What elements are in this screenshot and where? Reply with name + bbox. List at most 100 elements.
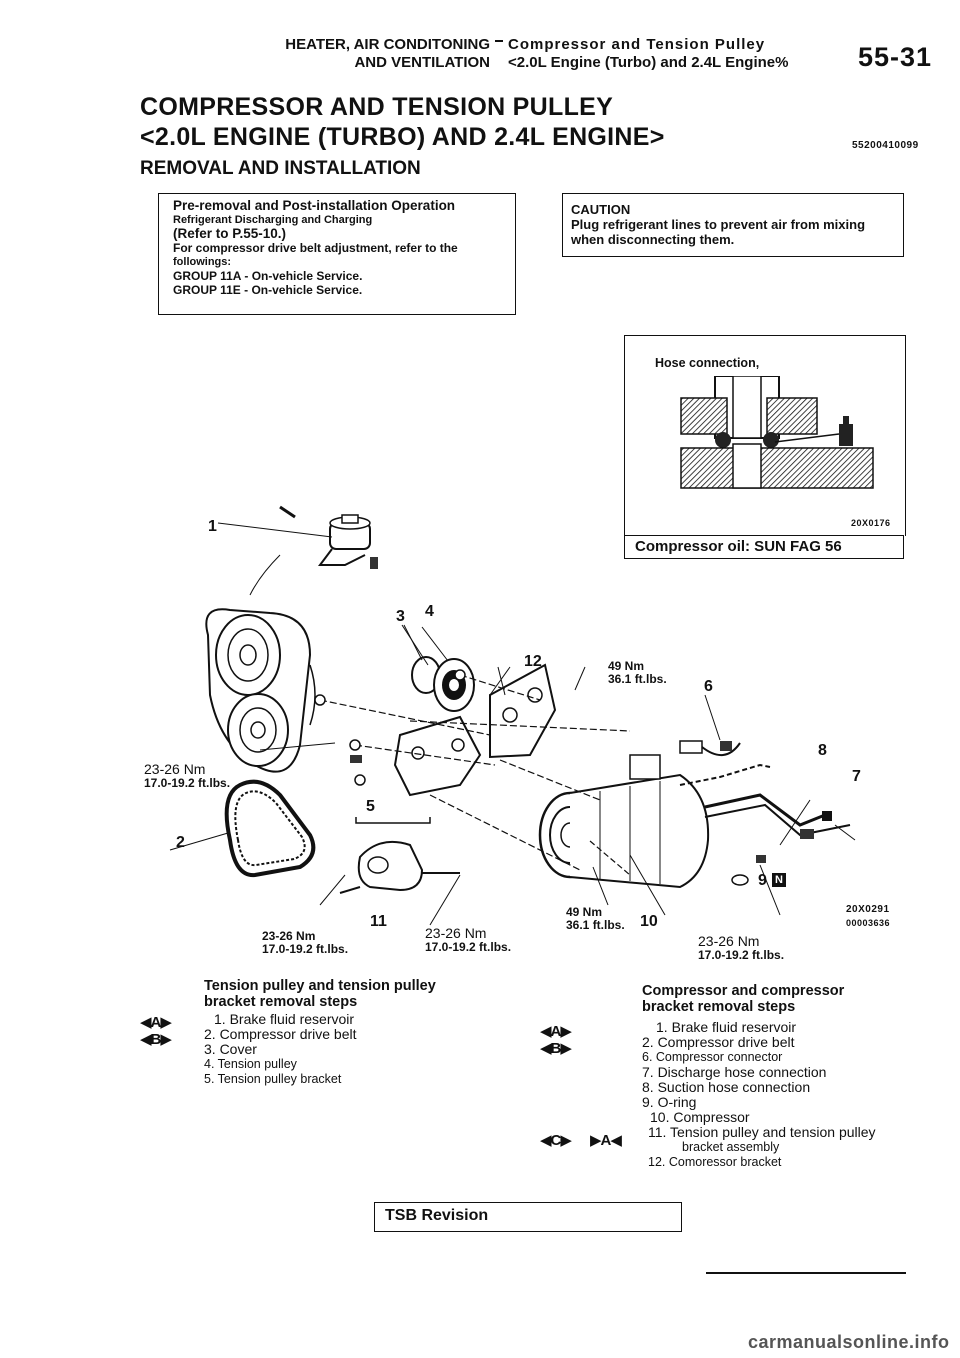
callout-4: 4 <box>425 603 434 620</box>
left-mark-a: ◀A▶ <box>140 1014 172 1031</box>
callout-12: 12 <box>524 653 542 670</box>
tension-pulley <box>411 656 475 712</box>
torque-1-ft: 17.0-19.2 ft.lbs. <box>144 776 231 790</box>
callout-9: 9 <box>758 872 767 889</box>
right-steps-heading: Compressor and compressor bracket remova… <box>642 983 844 1015</box>
hose-connection-illustration <box>680 376 874 489</box>
torque-label-1: 23-26 Nm 17.0-19.2 ft.lbs. <box>144 762 230 790</box>
section-title: REMOVAL AND INSTALLATION <box>140 158 421 179</box>
operation-line2: Refrigerant Discharging and Charging <box>173 214 373 226</box>
callout-11: 11 <box>370 913 387 930</box>
right-mark-c-letter: C <box>550 1132 562 1149</box>
right-step-7: 7. Discharge hose connection <box>642 1064 827 1080</box>
right-mark-a: ◀A▶ <box>540 1023 572 1040</box>
page-title: COMPRESSOR AND TENSION PULLEY <2.0L ENGI… <box>140 92 860 152</box>
header-left-line1: HEATER, AIR CONDITONING <box>285 36 490 53</box>
tension-pulley-bracket <box>393 715 482 797</box>
header-left-line2: AND VENTILATION <box>354 54 490 71</box>
bottom-rule <box>706 1272 906 1274</box>
callout-7: 7 <box>852 768 861 785</box>
right-mark-a-letter: A <box>550 1023 562 1040</box>
page-title-line2: <2.0L ENGINE (TURBO) AND 2.4L ENGINE> <box>140 123 665 151</box>
left-steps-list: 1. Brake fluid reservoir 2. Compressor d… <box>204 1012 357 1087</box>
torque-label-6: 23-26 Nm 17.0-19.2 ft.lbs. <box>698 934 784 962</box>
torque-2-nm: 49 Nm <box>608 659 645 673</box>
right-steps-heading-line2: bracket removal steps <box>642 999 796 1015</box>
header-right-line2: <2.0L Engine (Turbo) and 2.4L Engine% <box>508 54 789 71</box>
tension-pulley-bracket-assembly <box>339 841 460 894</box>
left-mark-b-letter: B <box>150 1031 162 1048</box>
compressor-bracket <box>489 663 557 759</box>
right-step-1: 1. Brake fluid reservoir <box>656 1019 797 1035</box>
right-mark-a2-letter: A <box>600 1132 612 1149</box>
right-mark-b: ◀B▶ <box>540 1040 572 1057</box>
header-dash <box>495 40 503 42</box>
caution-line1: Plug refrigerant lines to prevent air fr… <box>571 217 866 232</box>
callout-5: 5 <box>366 798 375 815</box>
caution-label: CAUTION <box>571 202 631 217</box>
exploded-diagram <box>169 505 856 926</box>
compressor-connector <box>679 740 741 756</box>
torque-3-nm: 23-26 Nm <box>262 929 316 943</box>
right-steps-heading-line1: Compressor and compressor <box>642 983 845 999</box>
page-number: 55-31 <box>858 42 933 72</box>
diagram-code-2: 00003636 <box>846 918 891 928</box>
callout-2: 2 <box>176 834 185 851</box>
torque-2-ft: 36.1 ft.lbs. <box>608 672 667 686</box>
right-step-2: 2. Compressor drive belt <box>642 1034 795 1050</box>
mounting-bolts <box>314 669 814 876</box>
compressor-oil-label: Compressor oil: SUN FAG 56 <box>624 535 904 559</box>
torque-6-ft: 17.0-19.2 ft.lbs. <box>698 948 785 962</box>
watermark: carmanualsonline.info <box>748 1332 950 1352</box>
header-left: HEATER, AIR CONDITONING AND VENTILATION <box>200 36 490 72</box>
brake-fluid-reservoir <box>279 505 378 569</box>
callout-9-n-badge: N <box>772 873 786 887</box>
right-step-12: 12. Comoressor bracket <box>648 1155 782 1169</box>
right-mark-c: ◀C▶ <box>540 1132 572 1149</box>
hose-connection-box: Hose connection, 20X0176 <box>624 335 906 536</box>
right-step-6: 6. Compressor connector <box>642 1050 783 1064</box>
o-ring <box>731 874 749 886</box>
callout-8: 8 <box>818 742 827 759</box>
hose-connection-title: Hose connection, <box>655 356 760 370</box>
right-step-10: 10. Compressor <box>650 1109 750 1125</box>
left-step-3: 3. Cover <box>204 1041 257 1057</box>
torque-4-ft: 17.0-19.2 ft.lbs. <box>425 940 512 954</box>
header-right-line1: Compressor and Tension Pulley <box>508 36 766 53</box>
torque-5-nm: 49 Nm <box>566 905 603 919</box>
callout-1: 1 <box>208 518 217 535</box>
right-step-11: 11. Tension pulley and tension pulley <box>648 1124 876 1140</box>
right-steps-list: 1. Brake fluid reservoir 2. Compressor d… <box>642 1020 876 1170</box>
compressor <box>538 754 710 889</box>
left-step-1: 1. Brake fluid reservoir <box>214 1011 355 1027</box>
right-step-8: 8. Suction hose connection <box>642 1079 811 1095</box>
page-title-line1: COMPRESSOR AND TENSION PULLEY <box>140 93 614 121</box>
left-steps-heading-line2: bracket removal steps <box>204 994 358 1010</box>
torque-4-nm: 23-26 Nm <box>425 925 487 941</box>
left-steps-heading-line1: Tension pulley and tension pulley <box>204 978 436 994</box>
operation-box: Pre-removal and Post-installation Operat… <box>158 193 516 315</box>
operation-line1: Pre-removal and Post-installation Operat… <box>173 198 456 213</box>
left-step-5: 5. Tension pulley bracket <box>204 1072 342 1086</box>
torque-label-2: 49 Nm 36.1 ft.lbs. <box>608 660 667 686</box>
hose-box-code: 20X0176 <box>851 518 891 528</box>
right-step-11-cont: bracket assembly <box>682 1140 780 1154</box>
operation-line4: For compressor drive belt adjustment, re… <box>173 241 458 255</box>
tsb-revision-box: TSB Revision <box>374 1202 682 1232</box>
operation-line7: GROUP 11E - On-vehicle Service. <box>173 283 363 297</box>
torque-1-nm: 23-26 Nm <box>144 761 206 777</box>
hose-connections <box>679 763 851 837</box>
callout-10: 10 <box>640 913 658 930</box>
left-mark-a-letter: A <box>150 1014 162 1031</box>
right-step-9: 9. O-ring <box>642 1094 697 1110</box>
left-mark-b: ◀B▶ <box>140 1031 172 1048</box>
torque-label-3: 23-26 Nm 17.0-19.2 ft.lbs. <box>262 930 348 956</box>
right-mark-a2: ▶A◀ <box>590 1132 622 1149</box>
callout-6: 6 <box>704 678 713 695</box>
left-steps-heading: Tension pulley and tension pulley bracke… <box>204 978 436 1010</box>
torque-6-nm: 23-26 Nm <box>698 933 760 949</box>
left-step-2: 2. Compressor drive belt <box>204 1026 357 1042</box>
torque-5-ft: 36.1 ft.lbs. <box>566 918 625 932</box>
compressor-drive-belt <box>224 779 316 878</box>
title-code: 55200410099 <box>852 140 919 151</box>
